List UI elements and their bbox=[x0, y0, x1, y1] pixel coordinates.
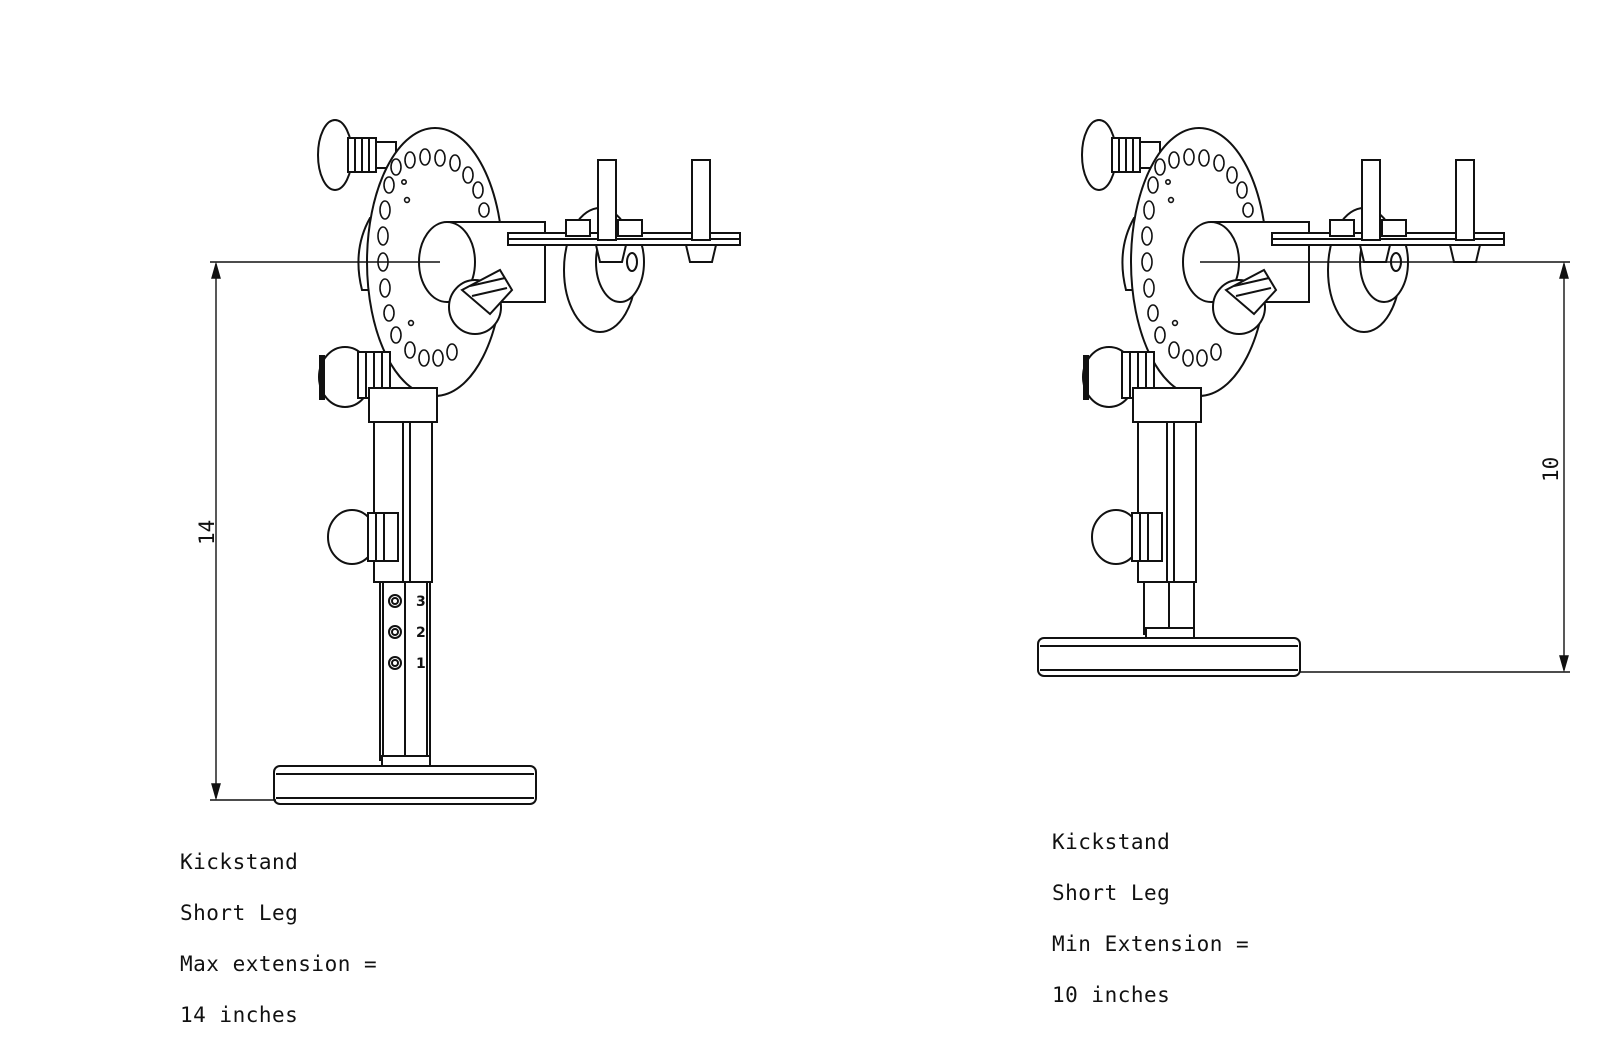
left-dimension-value: 14 bbox=[195, 520, 219, 545]
right-kickstand-drawing: 10 bbox=[1037, 120, 1570, 677]
left-caption-line2: Short Leg bbox=[180, 901, 299, 925]
left-kickstand-drawing: 3 2 1 14 bbox=[195, 120, 740, 805]
hole-label-1: 1 bbox=[416, 656, 426, 672]
hole-label-3: 3 bbox=[416, 594, 426, 610]
right-dimension-value: 10 bbox=[1539, 457, 1563, 482]
left-dimension bbox=[210, 261, 440, 801]
right-caption-line2: Short Leg bbox=[1052, 881, 1171, 905]
hole-label-2: 2 bbox=[416, 625, 426, 641]
right-caption-line1: Kickstand bbox=[1052, 830, 1171, 854]
right-dimension bbox=[1200, 261, 1570, 673]
left-caption-line1: Kickstand bbox=[180, 850, 299, 874]
left-caption-line3: Max extension = bbox=[180, 952, 378, 976]
right-caption-line4: 10 inches bbox=[1052, 983, 1171, 1007]
left-caption-line4: 14 inches bbox=[180, 1003, 299, 1027]
right-caption-line3: Min Extension = bbox=[1052, 932, 1250, 956]
